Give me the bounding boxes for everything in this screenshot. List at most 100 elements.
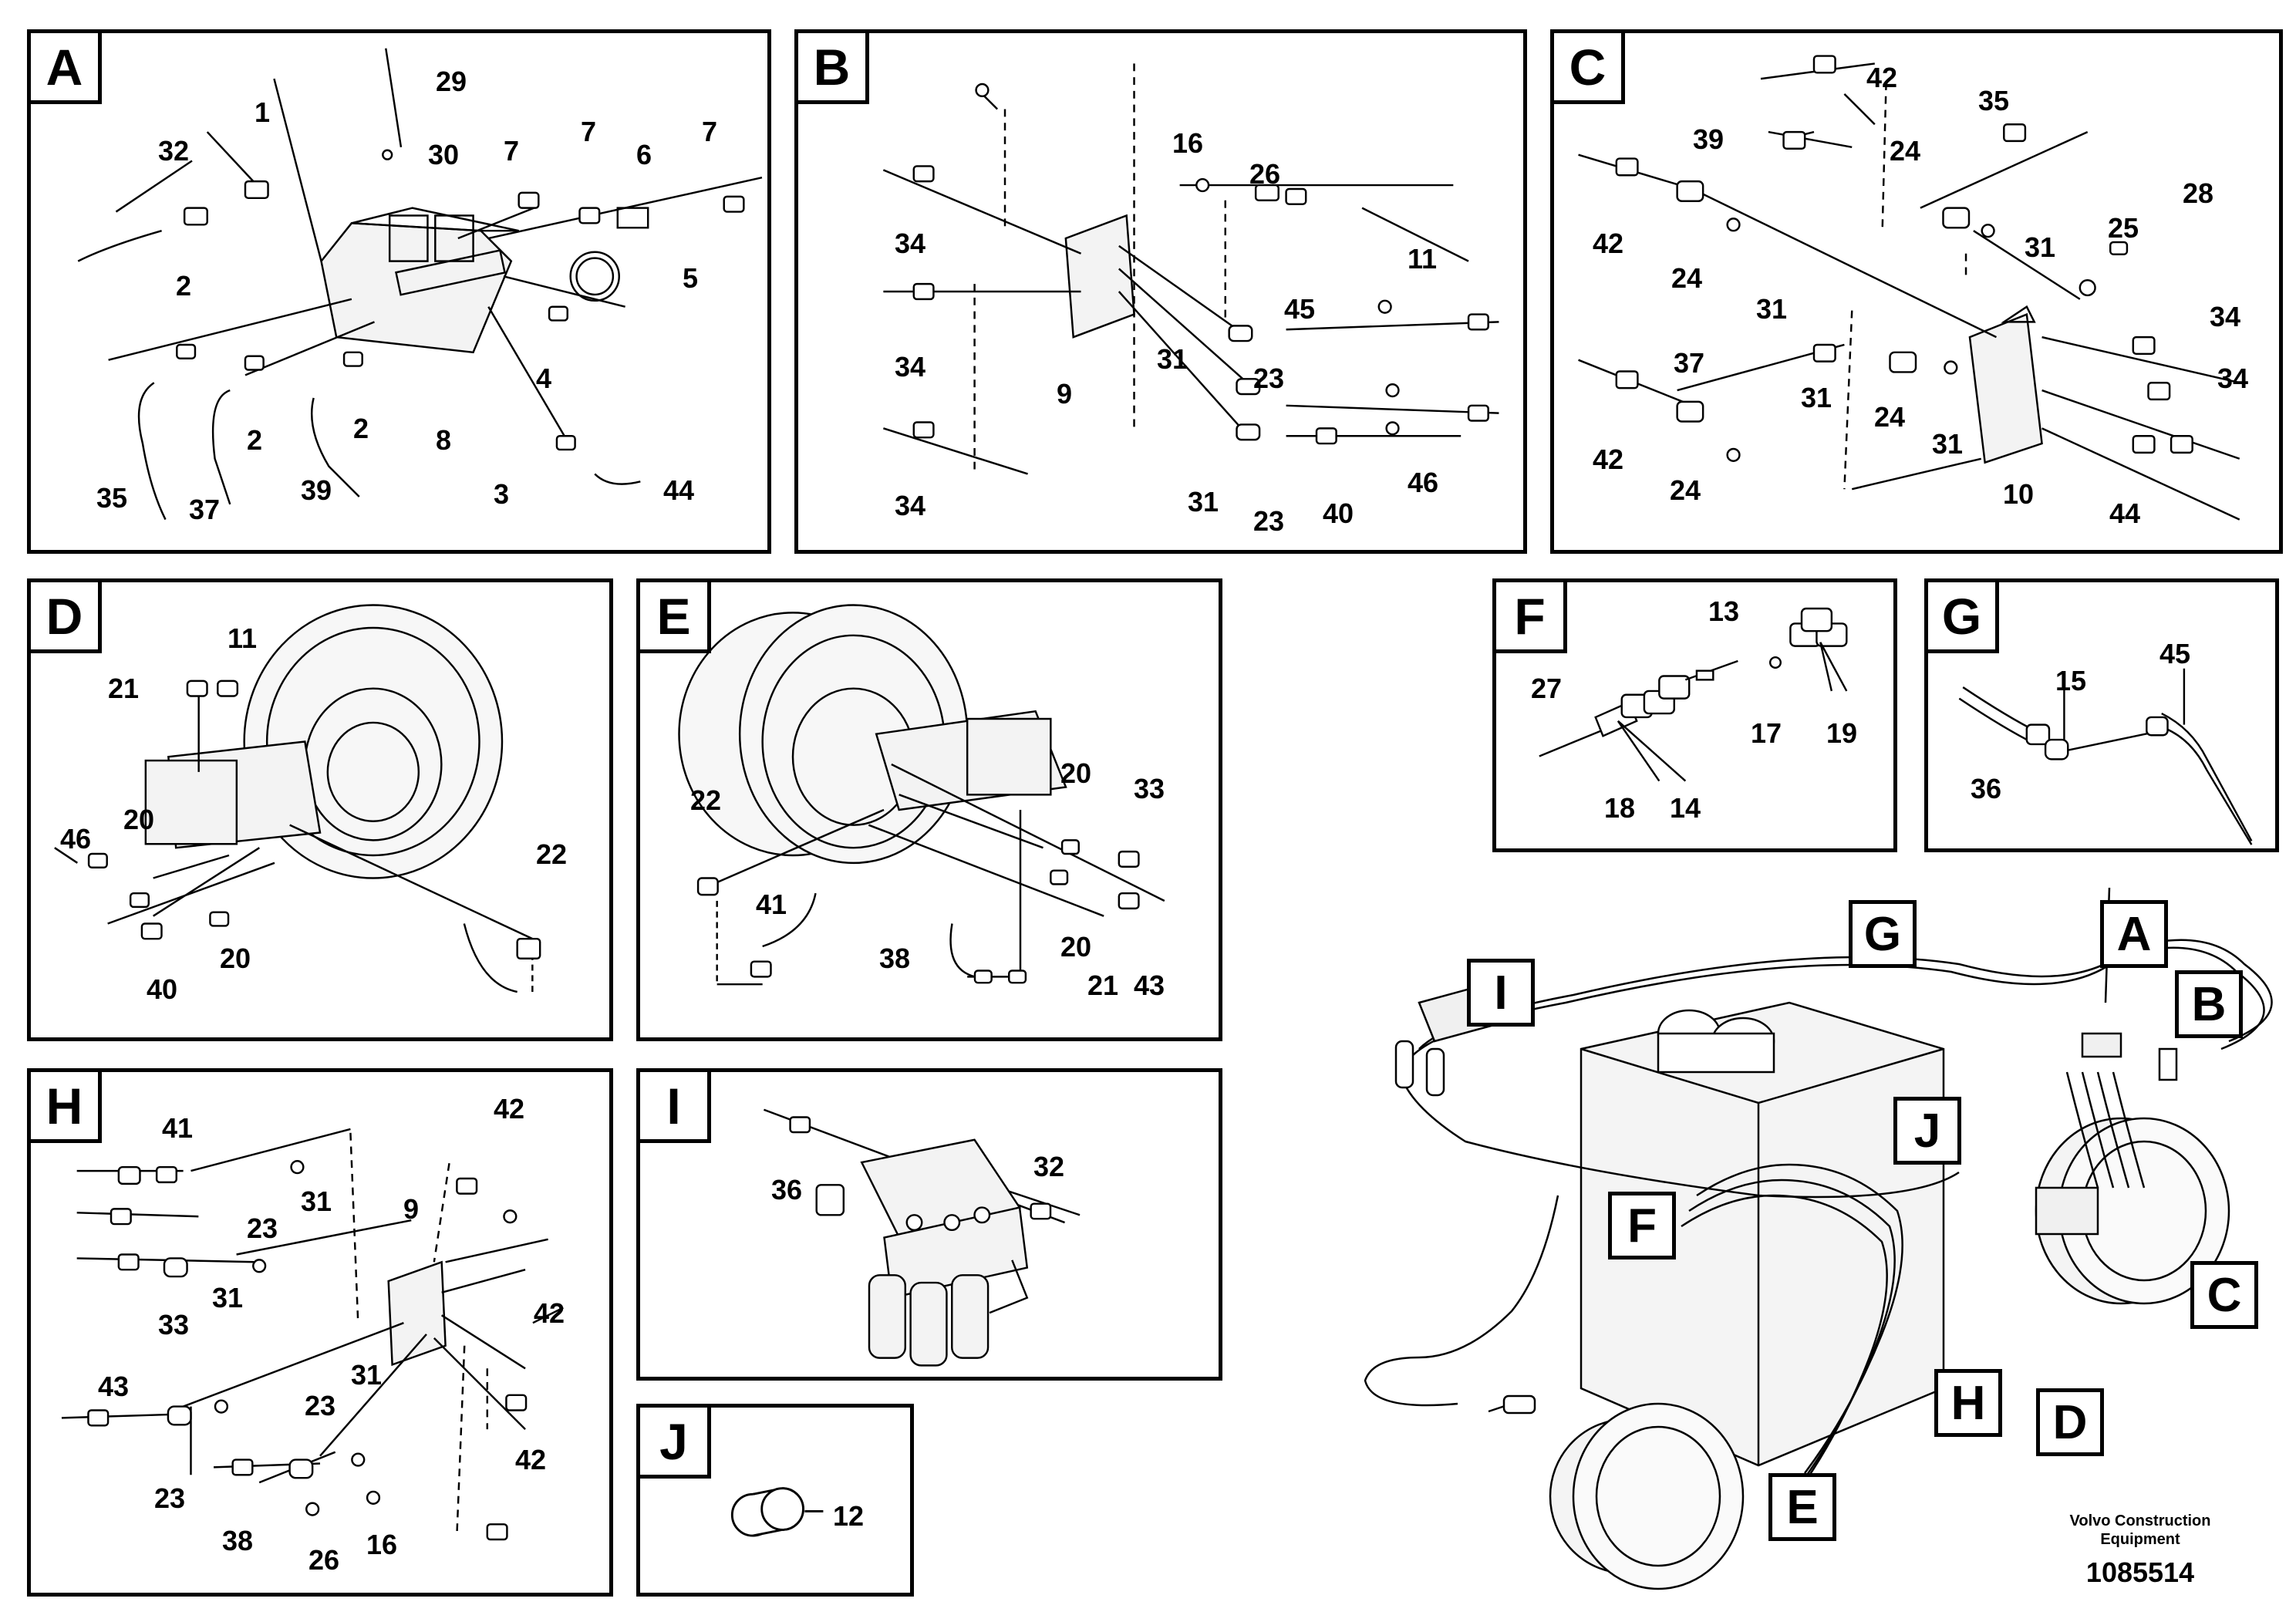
overview-callout: G bbox=[1849, 900, 1917, 968]
part-number: 24 bbox=[1670, 474, 1701, 506]
part-number: 31 bbox=[351, 1359, 383, 1391]
panel-j: J 12 bbox=[636, 1404, 914, 1597]
part-number: 45 bbox=[1284, 293, 1316, 325]
part-number: 34 bbox=[895, 351, 926, 383]
part-number: 14 bbox=[1670, 792, 1701, 824]
overview-callout: A bbox=[2100, 900, 2168, 968]
panel-c-artwork bbox=[1578, 55, 2240, 521]
manufacturer-line-2: Equipment bbox=[2100, 1531, 2180, 1548]
part-number: 36 bbox=[771, 1174, 803, 1206]
part-number: 13 bbox=[1708, 595, 1740, 627]
part-number: 22 bbox=[690, 784, 722, 816]
panel-label: B bbox=[798, 33, 869, 104]
panel-i-artwork bbox=[764, 1108, 1081, 1367]
part-number: 20 bbox=[1060, 931, 1092, 963]
overview-callout: B bbox=[2175, 970, 2243, 1038]
overview-callout: J bbox=[1893, 1097, 1961, 1165]
panel-label: H bbox=[31, 1072, 102, 1143]
manufacturer-name: Volvo Construction Equipment bbox=[2052, 1512, 2229, 1549]
part-number: 23 bbox=[305, 1390, 336, 1421]
part-number: 30 bbox=[428, 139, 460, 170]
part-number: 42 bbox=[1866, 62, 1898, 93]
part-number: 21 bbox=[1087, 969, 1119, 1001]
part-number: 4 bbox=[536, 363, 552, 394]
part-number: 35 bbox=[96, 482, 128, 514]
panel-b: B 16 26 34 45 11 34 9 31 23 31 23 40 46 … bbox=[794, 29, 1527, 554]
overview-callout: I bbox=[1467, 959, 1535, 1027]
part-number: 40 bbox=[1323, 497, 1354, 529]
panel-i: I 36 32 bbox=[636, 1068, 1222, 1381]
overview-callout: C bbox=[2190, 1261, 2258, 1329]
part-number: 11 bbox=[1408, 243, 1438, 275]
panel-label: E bbox=[640, 582, 711, 653]
part-number: 34 bbox=[895, 490, 926, 521]
part-number: 37 bbox=[189, 494, 221, 525]
part-number: 23 bbox=[247, 1212, 278, 1244]
part-number: 7 bbox=[702, 116, 718, 147]
part-number: 37 bbox=[1674, 347, 1705, 379]
part-number: 7 bbox=[581, 116, 597, 147]
part-number: 41 bbox=[756, 889, 787, 920]
part-number: 29 bbox=[436, 66, 467, 97]
part-number: 32 bbox=[158, 135, 190, 167]
part-number: 24 bbox=[1874, 401, 1906, 433]
panel-f: F 13 27 17 19 18 14 bbox=[1492, 578, 1897, 852]
part-number: 31 bbox=[1801, 382, 1832, 413]
part-number: 41 bbox=[162, 1112, 194, 1144]
part-number: 20 bbox=[123, 804, 155, 835]
part-number: 2 bbox=[176, 270, 192, 302]
part-number: 23 bbox=[1253, 363, 1285, 394]
part-number: 23 bbox=[154, 1482, 186, 1514]
part-number: 45 bbox=[2159, 638, 2191, 669]
part-number: 24 bbox=[1671, 262, 1703, 294]
panel-label: C bbox=[1554, 33, 1625, 104]
part-number: 43 bbox=[98, 1371, 130, 1402]
part-number: 10 bbox=[2003, 478, 2035, 510]
part-number: 31 bbox=[2025, 231, 2056, 263]
part-number: 44 bbox=[2109, 497, 2141, 529]
part-number: 17 bbox=[1751, 717, 1782, 749]
part-number: 44 bbox=[663, 474, 695, 506]
panel-e: E 22 20 33 41 20 38 21 43 bbox=[636, 578, 1222, 1041]
part-number: 5 bbox=[683, 262, 699, 294]
panel-label: G bbox=[1928, 582, 1999, 653]
part-number: 31 bbox=[301, 1185, 332, 1217]
panel-label: I bbox=[640, 1072, 711, 1143]
part-number: 3 bbox=[494, 478, 510, 510]
part-number: 42 bbox=[494, 1093, 525, 1125]
part-number: 7 bbox=[504, 135, 520, 167]
part-number: 34 bbox=[895, 228, 926, 259]
part-number: 36 bbox=[1971, 773, 2002, 804]
overview-callout: F bbox=[1608, 1192, 1676, 1259]
panel-label: J bbox=[640, 1408, 711, 1479]
panel-label: D bbox=[31, 582, 102, 653]
panel-h: H 41 42 23 31 9 33 31 42 43 23 31 23 38 … bbox=[27, 1068, 613, 1597]
part-number: 22 bbox=[536, 838, 568, 870]
machine-overview-illustration bbox=[1364, 887, 2273, 1590]
part-number: 2 bbox=[247, 424, 263, 456]
part-number: 16 bbox=[366, 1529, 398, 1560]
part-number: 34 bbox=[2217, 363, 2249, 394]
overview-callout: D bbox=[2036, 1388, 2104, 1456]
drawing-number: 1085514 bbox=[2085, 1556, 2195, 1588]
part-number: 39 bbox=[301, 474, 332, 506]
panel-c: C 42 35 39 24 28 42 24 31 31 25 34 34 37… bbox=[1550, 29, 2283, 554]
part-number: 27 bbox=[1531, 673, 1563, 704]
part-number: 2 bbox=[353, 413, 369, 444]
part-number: 39 bbox=[1693, 123, 1725, 155]
panel-h-artwork bbox=[61, 1128, 564, 1541]
part-number: 26 bbox=[1249, 158, 1281, 190]
part-number: 32 bbox=[1033, 1151, 1065, 1182]
part-number: 23 bbox=[1253, 505, 1285, 537]
part-number: 33 bbox=[158, 1309, 190, 1340]
part-number: 33 bbox=[1134, 773, 1165, 804]
part-number: 21 bbox=[108, 673, 140, 704]
part-number: 38 bbox=[222, 1525, 254, 1556]
part-number: 46 bbox=[1408, 467, 1439, 498]
part-number: 42 bbox=[534, 1297, 565, 1329]
overview-callout: E bbox=[1768, 1473, 1836, 1541]
part-number: 31 bbox=[212, 1282, 244, 1313]
panel-b-artwork bbox=[882, 63, 1499, 475]
part-number: 42 bbox=[1593, 228, 1624, 259]
manufacturer-line-1: Volvo Construction bbox=[2069, 1512, 2211, 1529]
